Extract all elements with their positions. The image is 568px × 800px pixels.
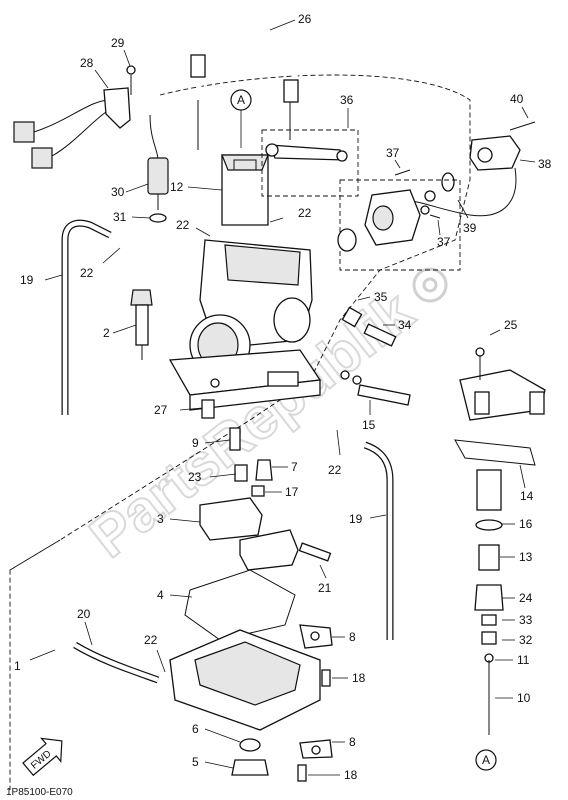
callout-13: 13 bbox=[519, 550, 533, 564]
connector-a-bottom: A bbox=[475, 749, 497, 771]
throttle-cable bbox=[190, 9, 299, 150]
callout-22-left: 22 bbox=[80, 266, 94, 280]
callout-25: 25 bbox=[504, 318, 518, 332]
throttle-plunger-assembly bbox=[454, 347, 546, 735]
callout-40: 40 bbox=[510, 92, 524, 106]
callout-22-right: 22 bbox=[298, 206, 312, 220]
wire-harness bbox=[13, 65, 169, 223]
callout-2: 2 bbox=[103, 326, 110, 340]
callout-22-center: 22 bbox=[176, 218, 190, 232]
callout-30: 30 bbox=[111, 185, 125, 199]
callout-19-left: 19 bbox=[20, 273, 34, 287]
vent-tube-left bbox=[61, 219, 112, 415]
callout-26: 26 bbox=[298, 12, 312, 26]
callout-32: 32 bbox=[519, 633, 533, 647]
callout-8-upper: 8 bbox=[349, 630, 356, 644]
callout-37-lower: 37 bbox=[437, 235, 451, 249]
callout-12: 12 bbox=[170, 180, 184, 194]
idle-adjuster bbox=[340, 370, 411, 406]
callout-22-lower: 22 bbox=[328, 463, 342, 477]
callout-39: 39 bbox=[463, 221, 477, 235]
callout-31: 31 bbox=[113, 210, 127, 224]
callout-8-lower: 8 bbox=[349, 735, 356, 749]
callout-17: 17 bbox=[285, 485, 299, 499]
callout-21: 21 bbox=[318, 581, 332, 595]
callout-36: 36 bbox=[340, 93, 354, 107]
callout-33: 33 bbox=[519, 613, 533, 627]
drain-tube bbox=[73, 641, 160, 684]
svg-text:A: A bbox=[237, 93, 245, 107]
callout-labels: 1 2 3 4 5 6 7 8 8 9 10 11 12 13 14 15 16… bbox=[14, 12, 552, 782]
throttle-valve bbox=[221, 154, 269, 226]
callout-24: 24 bbox=[519, 591, 533, 605]
callout-9: 9 bbox=[192, 436, 199, 450]
callout-15: 15 bbox=[362, 418, 376, 432]
callout-18-lower: 18 bbox=[344, 768, 358, 782]
callout-27: 27 bbox=[154, 403, 168, 417]
callout-35: 35 bbox=[374, 290, 388, 304]
callout-3: 3 bbox=[157, 512, 164, 526]
callout-14: 14 bbox=[520, 489, 534, 503]
fwd-arrow-icon: FWD bbox=[22, 737, 63, 777]
float-bowl-gasket bbox=[184, 569, 296, 641]
callout-10: 10 bbox=[517, 691, 531, 705]
assembly-boundary bbox=[9, 74, 471, 790]
callout-19-right: 19 bbox=[349, 512, 363, 526]
callout-20: 20 bbox=[77, 607, 91, 621]
callout-34: 34 bbox=[398, 318, 412, 332]
connector-a-top: A bbox=[230, 89, 252, 148]
callout-7: 7 bbox=[291, 460, 298, 474]
adjust-screws bbox=[341, 306, 397, 347]
vent-tube-right bbox=[363, 441, 394, 640]
callout-1: 1 bbox=[14, 659, 21, 673]
pilot-screw bbox=[130, 289, 153, 360]
carburetor-body bbox=[168, 239, 322, 411]
callout-16: 16 bbox=[519, 517, 533, 531]
float-bowl bbox=[169, 629, 321, 776]
callout-5: 5 bbox=[192, 755, 199, 769]
jets bbox=[201, 399, 273, 497]
callout-11: 11 bbox=[517, 653, 530, 667]
callout-38: 38 bbox=[538, 157, 552, 171]
float bbox=[199, 497, 332, 571]
sensor-housing bbox=[337, 169, 461, 271]
throttle-position-sensor bbox=[399, 121, 536, 217]
callout-29: 29 bbox=[111, 36, 125, 50]
callout-28: 28 bbox=[80, 56, 94, 70]
callout-4: 4 bbox=[157, 588, 164, 602]
svg-text:A: A bbox=[482, 753, 490, 767]
throttle-link bbox=[261, 129, 359, 197]
watermark-gear-icon bbox=[412, 267, 448, 303]
brackets bbox=[297, 624, 333, 782]
reference-code: 1P85100-E070 bbox=[6, 787, 73, 798]
callout-23: 23 bbox=[188, 470, 202, 484]
callout-18-upper: 18 bbox=[352, 671, 366, 685]
callout-22-bowl: 22 bbox=[144, 633, 158, 647]
callout-6: 6 bbox=[192, 722, 199, 736]
callout-37-upper: 37 bbox=[386, 146, 400, 160]
